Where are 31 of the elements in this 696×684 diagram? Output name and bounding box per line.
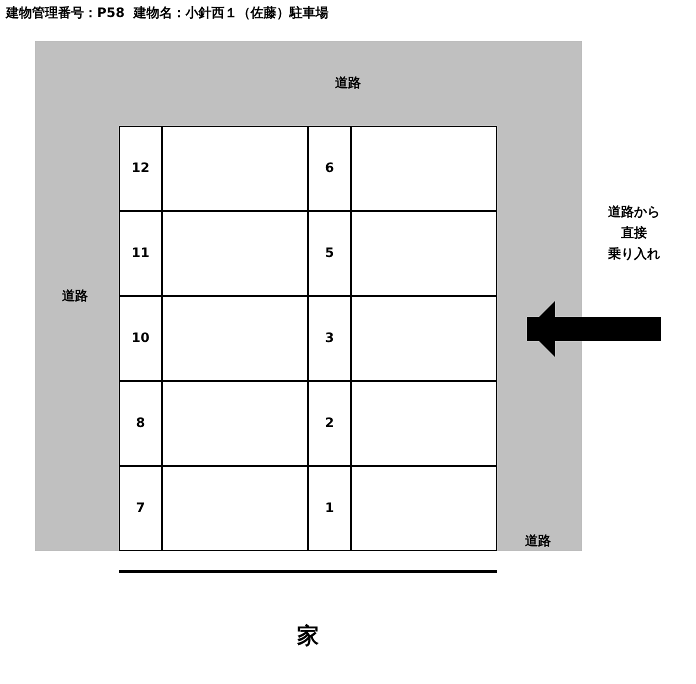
parking-space <box>119 211 308 296</box>
parking-space <box>119 126 308 211</box>
parking-space <box>119 466 308 551</box>
arrow <box>527 301 661 357</box>
space-number: 7 <box>136 501 146 516</box>
space-number: 12 <box>131 161 150 176</box>
parking-space <box>308 466 497 551</box>
space-number: 2 <box>324 416 334 431</box>
road-label: 道路 <box>335 75 361 92</box>
space-number: 5 <box>324 246 334 261</box>
parking-space <box>308 126 497 211</box>
house-label: 家 <box>297 622 319 651</box>
space-number: 11 <box>131 246 150 261</box>
road-label: 道路 <box>525 533 551 550</box>
space-number: 6 <box>324 161 334 176</box>
parking-space <box>119 296 308 381</box>
parking-space <box>119 381 308 466</box>
note-text: 道路から <box>608 204 660 221</box>
title: 建物管理番号：P58 建物名：小針西１（佐藤）駐車場 <box>6 4 329 22</box>
note-text: 直接 <box>621 224 647 242</box>
road-area <box>35 41 582 551</box>
road-label: 道路 <box>62 288 88 305</box>
parking-space <box>308 211 497 296</box>
note-text: 乗り入れ <box>608 246 660 263</box>
parking-space <box>308 381 497 466</box>
space-number: 10 <box>131 331 150 346</box>
space-number: 1 <box>324 501 334 516</box>
parking-space <box>308 296 497 381</box>
parking-lot <box>119 126 497 551</box>
space-number: 3 <box>324 331 334 346</box>
space-number: 8 <box>136 416 146 431</box>
